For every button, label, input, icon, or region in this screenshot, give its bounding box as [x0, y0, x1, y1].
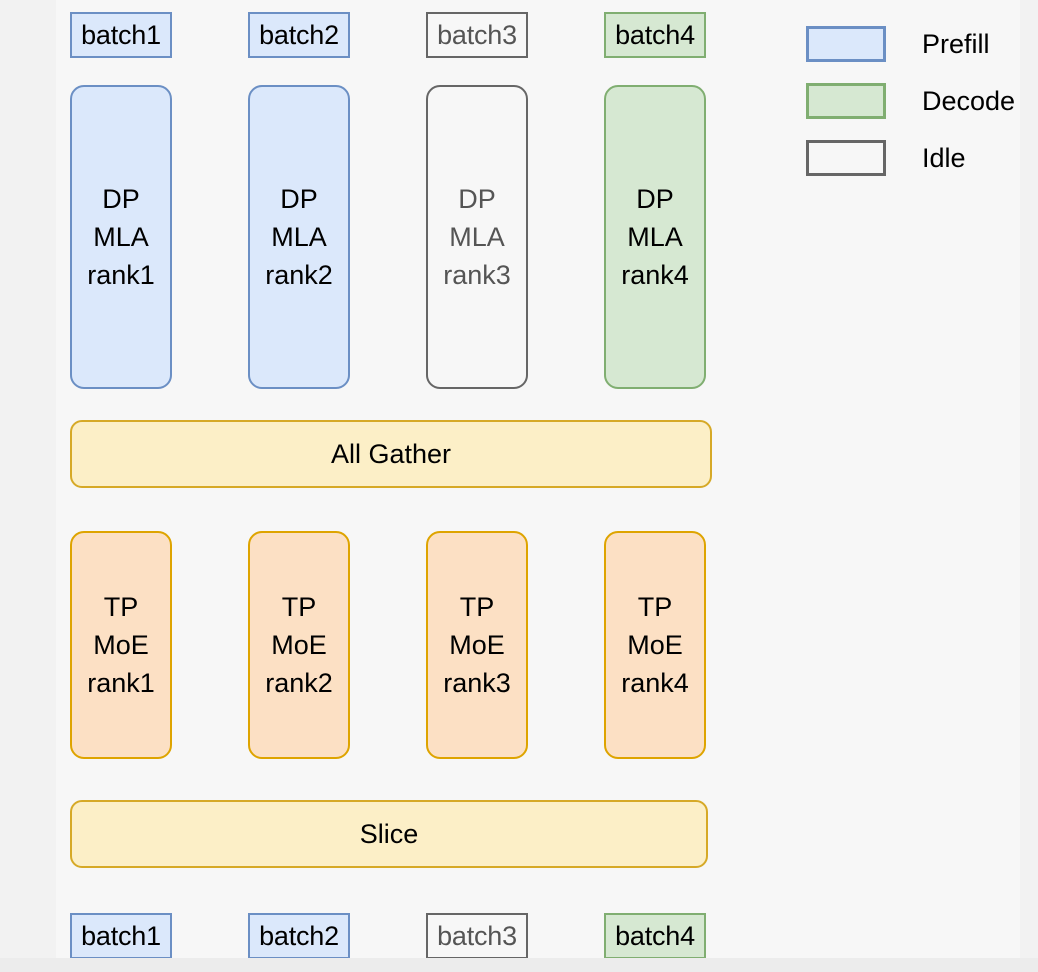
tp-moe-rank1-line2: MoE	[93, 629, 149, 660]
slice-bar[interactable]: Slice	[70, 800, 708, 868]
tp-moe-block-rank3[interactable]: TP MoE rank3	[426, 531, 528, 759]
dp-mla-rank4-line1: DP	[636, 183, 674, 214]
bottom-batch-chip-2[interactable]: batch2	[248, 913, 350, 959]
tp-moe-rank2-line3: rank2	[265, 668, 333, 699]
legend-row-decode: Decode	[806, 83, 1038, 140]
dp-mla-block-rank3[interactable]: DP MLA rank3	[426, 85, 528, 389]
tp-moe-rank3-line3: rank3	[443, 668, 511, 699]
dp-mla-rank2-line2: MLA	[271, 221, 327, 252]
dp-mla-rank2-line3: rank2	[265, 260, 333, 291]
dp-mla-block-rank2[interactable]: DP MLA rank2	[248, 85, 350, 389]
top-batch-chip-3[interactable]: batch3	[426, 12, 528, 58]
tp-moe-block-rank2[interactable]: TP MoE rank2	[248, 531, 350, 759]
tp-moe-block-rank4[interactable]: TP MoE rank4	[604, 531, 706, 759]
legend-label-decode: Decode	[922, 85, 1016, 116]
top-batch-chip-4[interactable]: batch4	[604, 12, 706, 58]
dp-mla-rank3-line2: MLA	[449, 221, 505, 252]
tp-moe-block-rank1[interactable]: TP MoE rank1	[70, 531, 172, 759]
prefill-swatch-icon	[806, 26, 886, 62]
tp-moe-rank1-line1: TP	[103, 591, 139, 622]
dp-mla-rank2-line1: DP	[280, 183, 318, 214]
legend-row-idle: Idle	[806, 140, 1038, 197]
dp-mla-rank3-line3: rank3	[443, 260, 511, 291]
dp-mla-rank1-line1: DP	[102, 183, 140, 214]
tp-moe-rank3-line2: MoE	[449, 629, 505, 660]
dp-mla-rank4-line3: rank4	[621, 260, 689, 291]
tp-moe-rank4-line1: TP	[637, 591, 673, 622]
dp-mla-block-rank1[interactable]: DP MLA rank1	[70, 85, 172, 389]
legend-label-prefill: Prefill	[922, 28, 990, 59]
bottom-batch-chip-3[interactable]: batch3	[426, 913, 528, 959]
dp-mla-rank1-line3: rank1	[87, 260, 155, 291]
top-batch-chip-2[interactable]: batch2	[248, 12, 350, 58]
dp-mla-block-rank4[interactable]: DP MLA rank4	[604, 85, 706, 389]
tp-moe-rank3-line1: TP	[459, 591, 495, 622]
legend: Prefill Decode Idle	[806, 26, 1038, 197]
dp-mla-rank1-line2: MLA	[93, 221, 149, 252]
tp-moe-rank4-line2: MoE	[627, 629, 683, 660]
bottom-batch-chip-4[interactable]: batch4	[604, 913, 706, 959]
bottom-strip	[0, 958, 1038, 972]
dp-mla-rank3-line1: DP	[458, 183, 496, 214]
dp-mla-rank4-line2: MLA	[627, 221, 683, 252]
legend-row-prefill: Prefill	[806, 26, 1038, 83]
legend-label-idle: Idle	[922, 142, 966, 173]
tp-moe-rank4-line3: rank4	[621, 668, 689, 699]
tp-moe-rank2-line1: TP	[281, 591, 317, 622]
all-gather-bar[interactable]: All Gather	[70, 420, 712, 488]
bottom-batch-chip-1[interactable]: batch1	[70, 913, 172, 959]
tp-moe-rank1-line3: rank1	[87, 668, 155, 699]
tp-moe-rank2-line2: MoE	[271, 629, 327, 660]
idle-swatch-icon	[806, 140, 886, 176]
decode-swatch-icon	[806, 83, 886, 119]
top-batch-chip-1[interactable]: batch1	[70, 12, 172, 58]
